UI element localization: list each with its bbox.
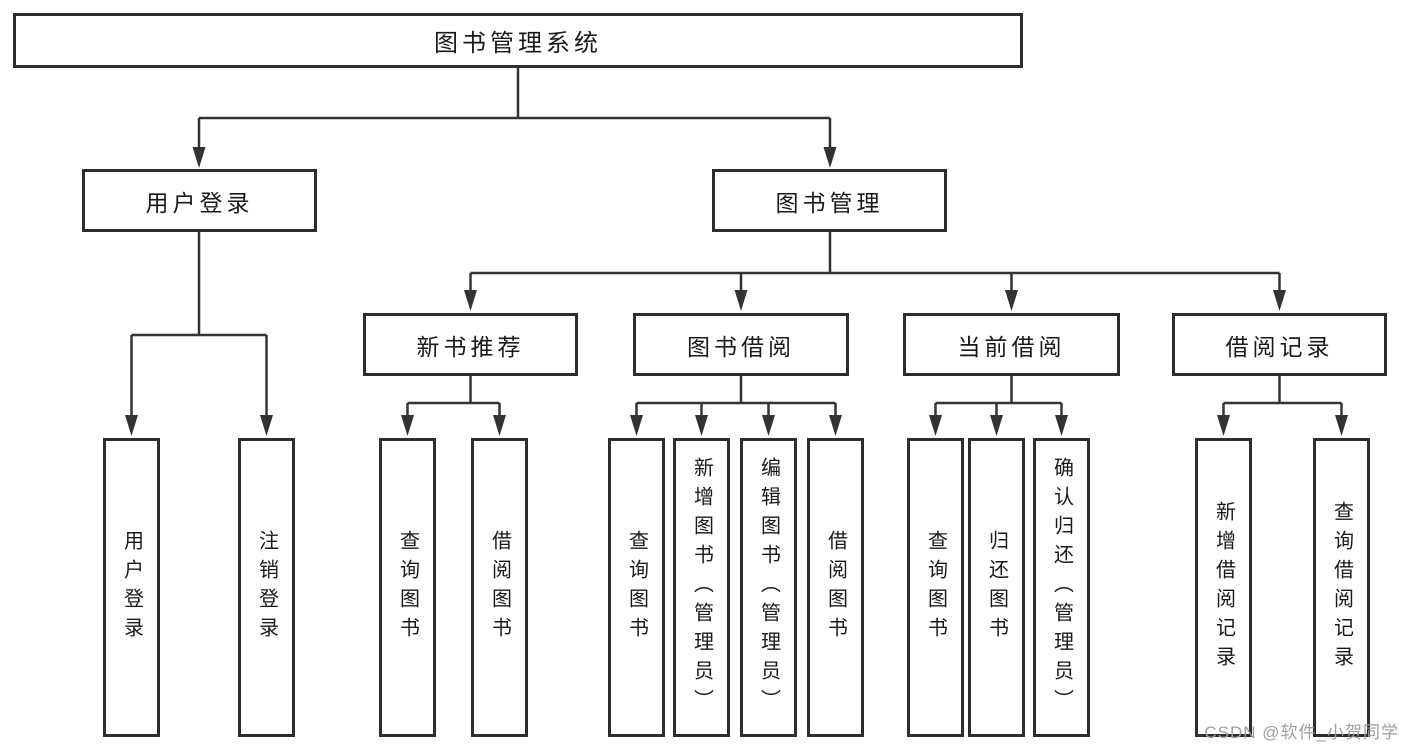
leaf-label: 查询借阅记录 <box>1330 500 1353 675</box>
leaf-query-borrow-record: 查询借阅记录 <box>1313 438 1370 737</box>
leaf-user-login: 用户登录 <box>103 438 160 737</box>
leaf-label: 新增图书（管理员） <box>690 457 713 718</box>
leaf-label: 新增借阅记录 <box>1212 500 1235 675</box>
node-book-management: 图书管理 <box>712 169 947 232</box>
node-user-login: 用户登录 <box>82 169 317 232</box>
node-new-book-recommend: 新书推荐 <box>363 313 578 376</box>
leaf-label: 注销登录 <box>255 529 278 646</box>
node-library-management-system: 图书管理系统 <box>13 13 1023 68</box>
leaf-logout: 注销登录 <box>238 438 295 737</box>
leaf-label: 查询图书 <box>396 529 419 646</box>
leaf-return-books: 归还图书 <box>968 438 1025 737</box>
leaf-label: 查询图书 <box>924 529 947 646</box>
leaf-label: 查询图书 <box>625 529 648 646</box>
leaf-label: 用户登录 <box>120 529 143 646</box>
csdn-watermark: CSDN @软件_小贺同学 <box>1204 723 1399 742</box>
leaf-label: 归还图书 <box>985 529 1008 646</box>
leaf-edit-books-admin: 编辑图书（管理员） <box>740 438 797 737</box>
leaf-query-books-1: 查询图书 <box>379 438 436 737</box>
leaf-add-borrow-record: 新增借阅记录 <box>1195 438 1252 737</box>
leaf-confirm-return-admin: 确认归还（管理员） <box>1033 438 1090 737</box>
leaf-label: 借阅图书 <box>824 529 847 646</box>
leaf-query-books-3: 查询图书 <box>907 438 964 737</box>
leaf-label: 确认归还（管理员） <box>1050 457 1073 718</box>
leaf-query-books-2: 查询图书 <box>608 438 665 737</box>
leaf-label: 借阅图书 <box>488 529 511 646</box>
node-borrow-record: 借阅记录 <box>1172 313 1387 376</box>
node-book-borrow: 图书借阅 <box>633 313 849 376</box>
leaf-add-books-admin: 新增图书（管理员） <box>673 438 730 737</box>
leaf-borrow-books-1: 借阅图书 <box>471 438 528 737</box>
leaf-label: 编辑图书（管理员） <box>757 457 780 718</box>
leaf-borrow-books-2: 借阅图书 <box>807 438 864 737</box>
node-current-borrow: 当前借阅 <box>903 313 1120 376</box>
